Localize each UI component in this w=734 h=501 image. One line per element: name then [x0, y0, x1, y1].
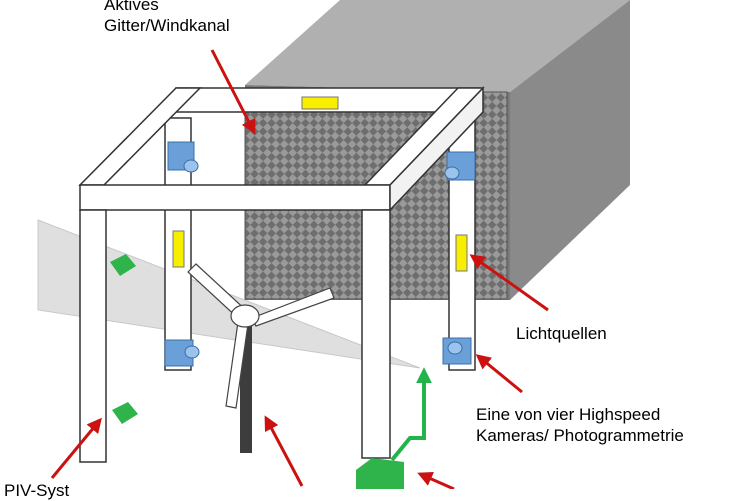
traverse-arrow [390, 367, 432, 462]
camera-top-left [167, 141, 199, 173]
front-column-right [361, 209, 391, 459]
traverse-system [356, 367, 432, 489]
experiment-setup-diagram [37, 0, 630, 489]
frame-right-beam-side [389, 86, 484, 212]
wind-tunnel-top [245, 0, 630, 92]
front-column-left [79, 209, 107, 463]
frame-front-beam [79, 184, 391, 211]
arrow-light-source [469, 254, 549, 312]
label-light-sources: Lichtquellen [516, 324, 607, 343]
light-source-left [172, 230, 185, 268]
piv-unit-lower [112, 402, 138, 424]
frame-top [78, 86, 485, 212]
arrow-piv [50, 417, 102, 479]
arrow-turbine [264, 415, 304, 487]
camera-bottom-left [164, 339, 200, 367]
label-wind-line2: Gitter/Windkanal [104, 16, 230, 35]
label-cam-line2: Kameras/ Photogrammetrie [476, 426, 684, 445]
piv-unit-upper [110, 254, 136, 276]
label-highspeed-cameras: Eine von vier Highspeed Kameras/ Photogr… [476, 404, 684, 446]
wind-tunnel-side [510, 0, 630, 300]
turbine-hub [230, 304, 260, 328]
traverse-box [356, 458, 404, 489]
camera-top-right [444, 151, 476, 181]
light-source-right [455, 234, 468, 272]
camera-bottom-right [442, 337, 472, 365]
wind-turbine [187, 263, 335, 453]
arrow-wind-tunnel [210, 49, 256, 135]
label-active-grid-wind-tunnel: Aktives Gitter/Windkanal [104, 0, 230, 36]
arrow-traverse [417, 471, 455, 489]
arrow-camera [475, 354, 523, 394]
label-piv-system: PIV-Syst [4, 481, 70, 500]
light-source-top [301, 96, 339, 110]
label-cam-line1: Eine von vier Highspeed [476, 405, 661, 424]
label-wind-line1: Aktives [104, 0, 159, 14]
